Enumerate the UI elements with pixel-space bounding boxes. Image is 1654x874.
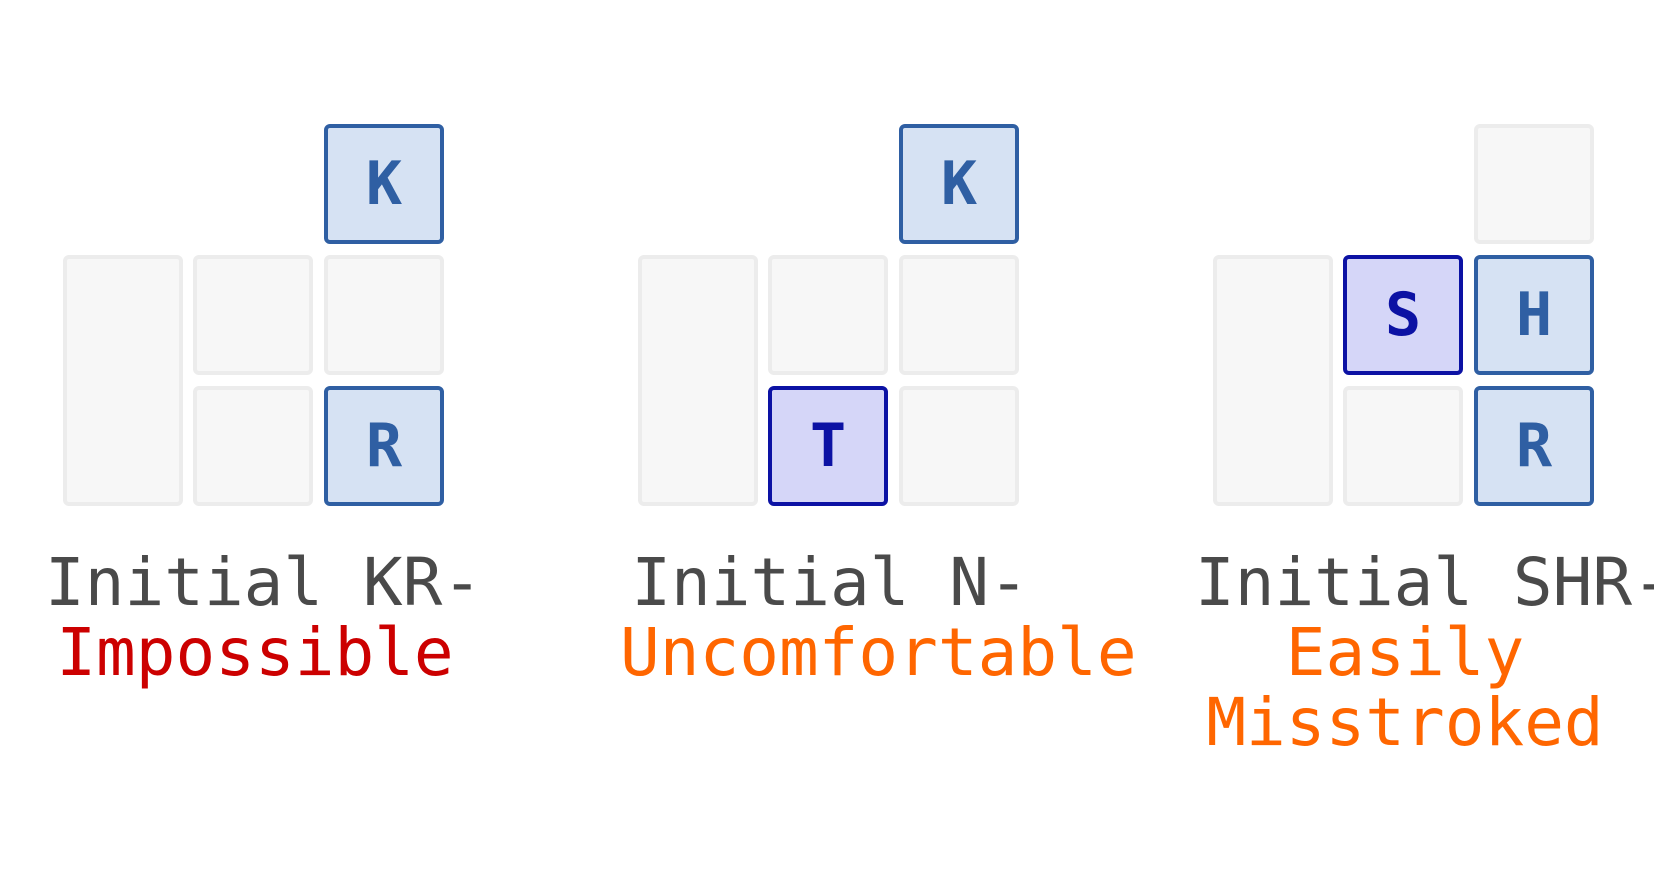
key-empty [193,255,313,375]
key-h: H [1474,255,1594,375]
key-empty [899,255,1019,375]
key-t: T [768,386,888,506]
diagram-title: Initial KR- [45,544,483,621]
verdict-label: Impossible [56,614,454,691]
caption: Initial N- Uncomfortable [620,544,1137,691]
key-empty [193,386,313,506]
key-k: K [324,124,444,244]
key-empty [899,386,1019,506]
diagram-title: Initial N- [631,544,1029,621]
caption: Initial SHR- Easily Misstroked [1195,544,1654,761]
key-empty-tall [63,255,183,506]
verdict-label: Misstroked [1206,684,1604,761]
key-r: R [1474,386,1594,506]
key-empty-tall [1213,255,1333,506]
key-empty-tall [638,255,758,506]
stroke-diagram-n: K T Initial N- Uncomfortable [620,0,1137,874]
caption: Initial KR- Impossible [45,544,483,691]
verdict-label: Easily [1285,614,1525,691]
key-r: R [324,386,444,506]
key-empty [1343,386,1463,506]
key-k: K [899,124,1019,244]
key-s: S [1343,255,1463,375]
key-empty [324,255,444,375]
key-empty [768,255,888,375]
stroke-diagram-kr: K R Initial KR- Impossible [45,0,483,874]
diagram-title: Initial SHR- [1195,544,1654,621]
key-empty [1474,124,1594,244]
stroke-diagram-shr: S H R Initial SHR- Easily Misstroked [1195,0,1654,874]
verdict-label: Uncomfortable [620,614,1137,691]
